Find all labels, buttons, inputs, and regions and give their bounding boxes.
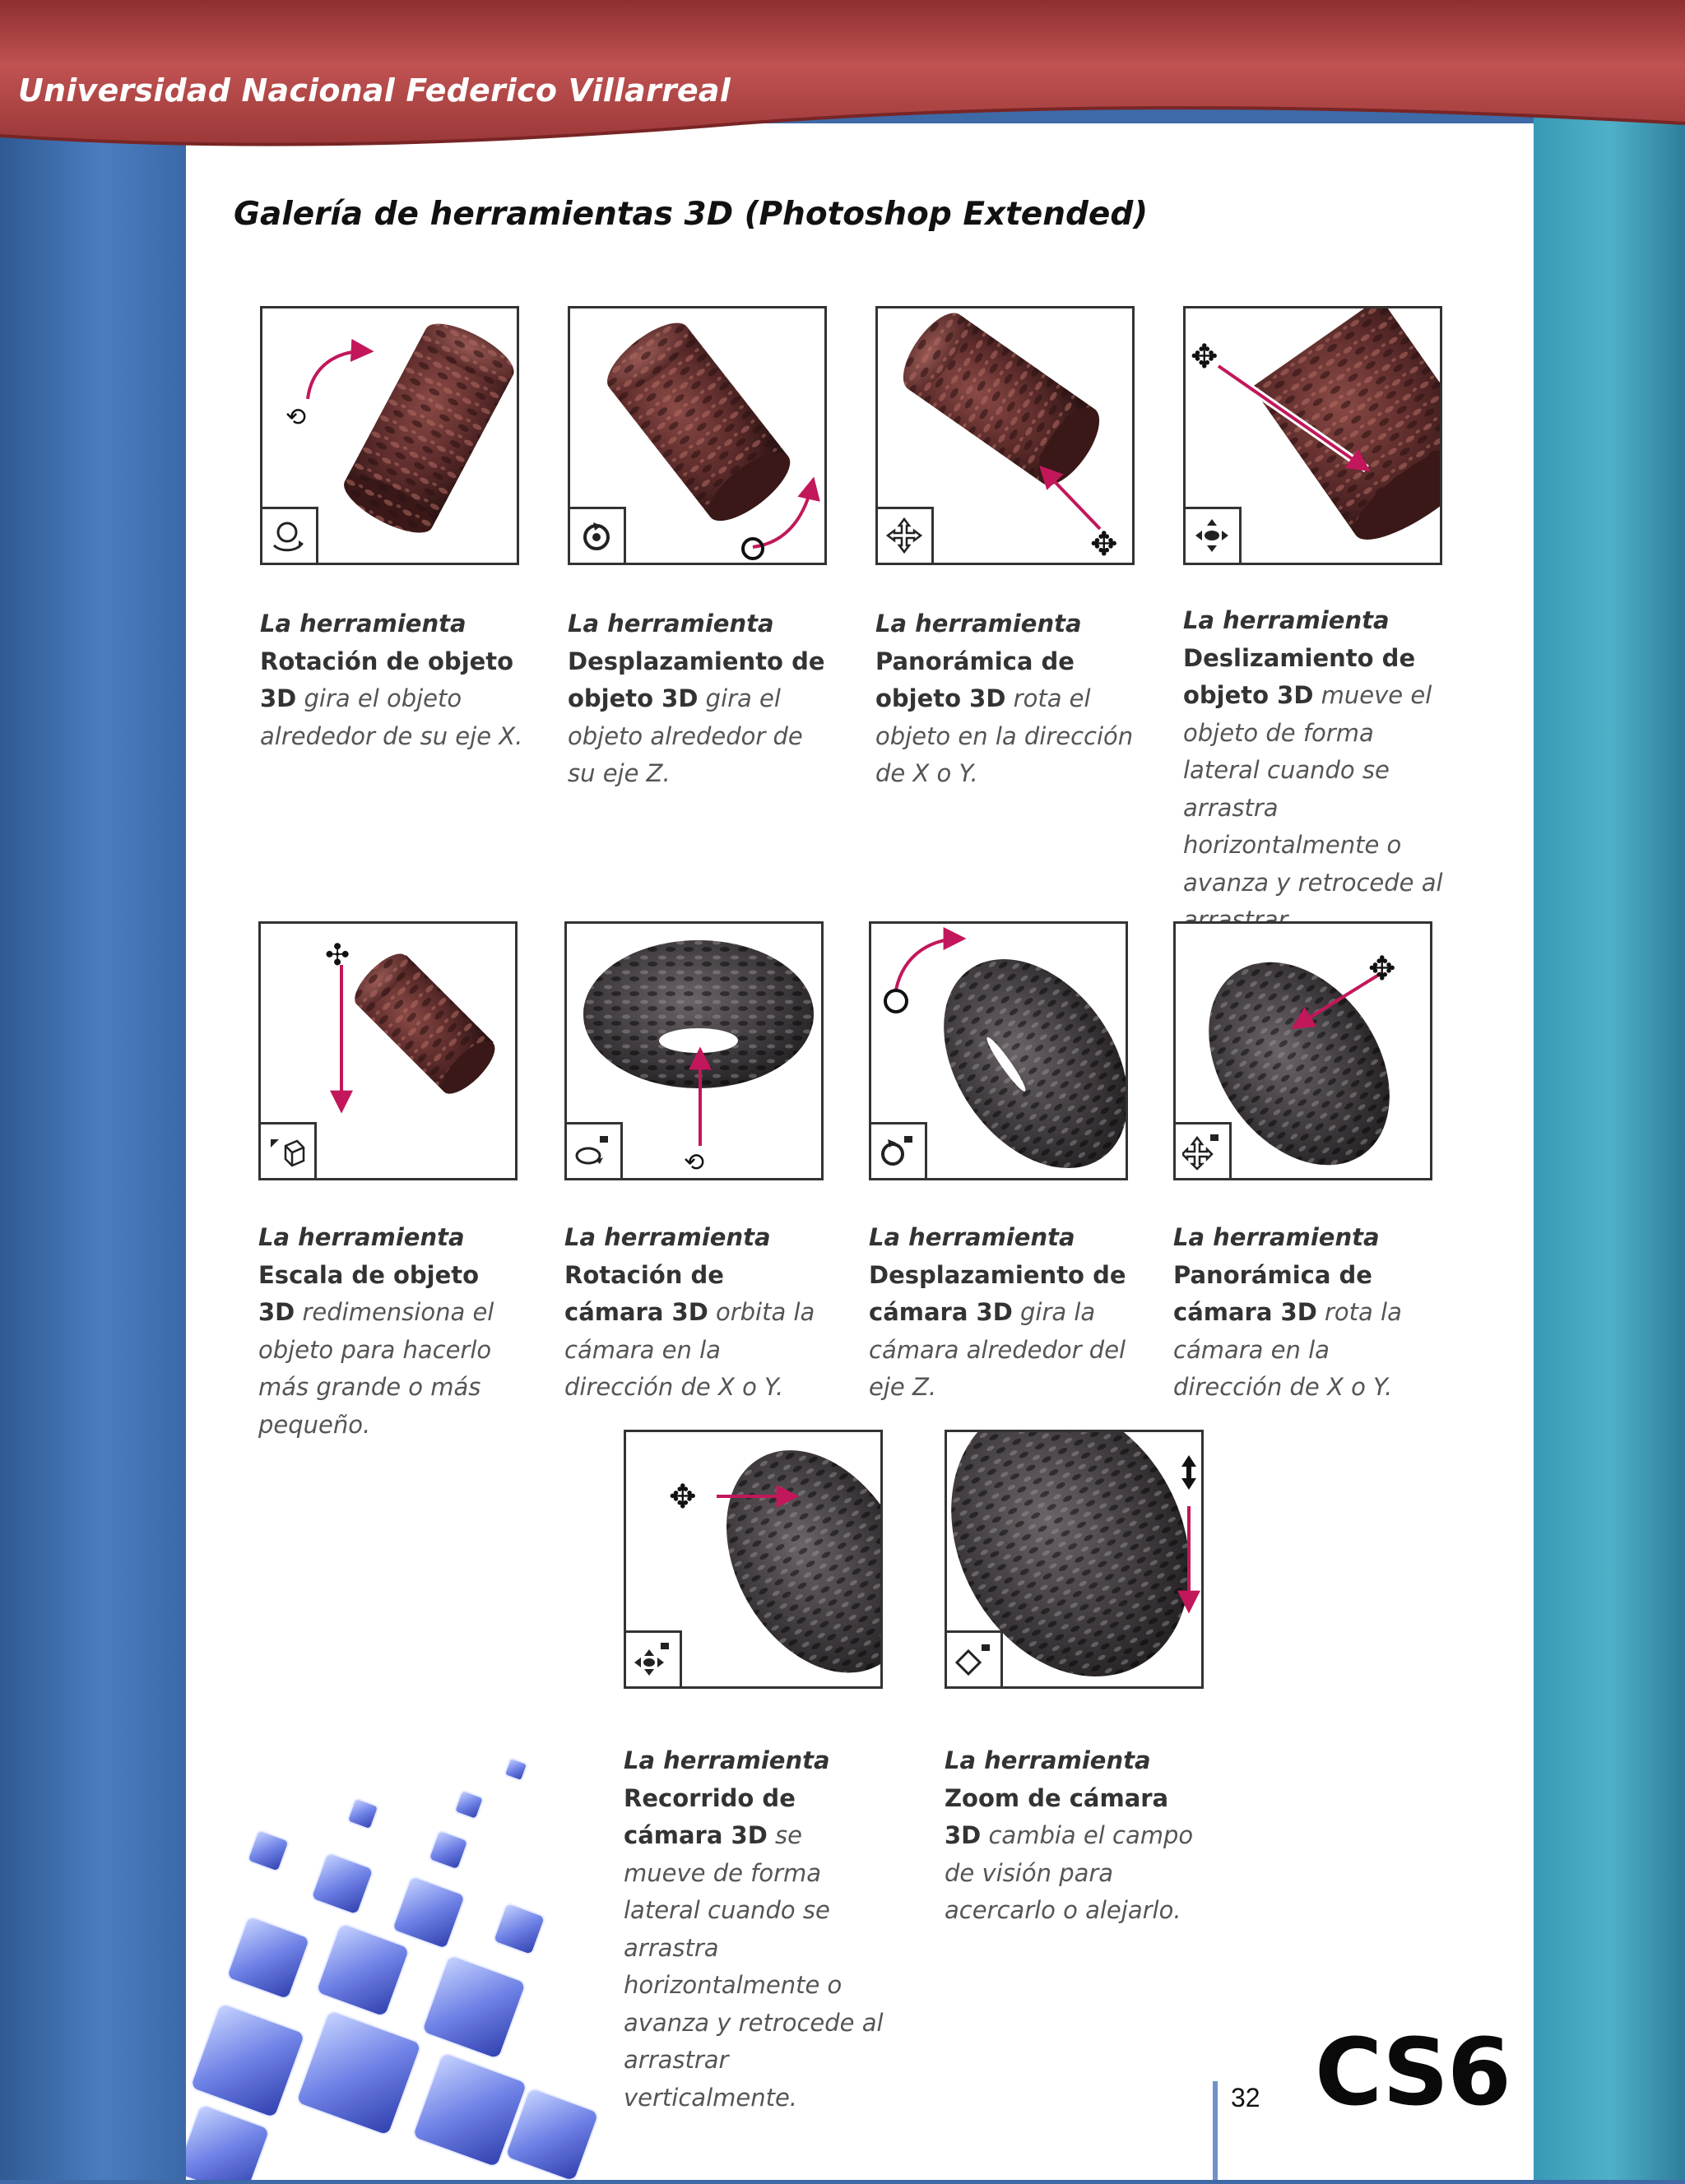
zoom-camera-icon [947,1630,1003,1686]
university-name: Universidad Nacional Federico Villarreal [18,72,731,109]
header-band: Universidad Nacional Federico Villarreal [0,0,1685,152]
svg-text:✣: ✣ [325,939,350,972]
right-teal-panel [1534,0,1685,2180]
roll-camera-figure [869,921,1128,1180]
caption-scale-object: La herramienta Escala de objeto 3D redim… [258,1223,494,1439]
caption-slide-object: La herramienta Deslizamiento de objeto 3… [1183,606,1443,971]
caption-orbit-camera: La herramienta Rotación de cámara 3D orb… [564,1223,815,1401]
cs6-logo: CS6 [1315,2019,1511,2126]
slide-object-figure: ✥ [1183,306,1442,565]
caption-rotate-object: La herramienta Rotación de objeto 3D gir… [260,610,523,750]
zoom-camera-figure [945,1430,1204,1689]
svg-text:⟲: ⟲ [684,1148,704,1177]
pan-camera-icon [1176,1122,1232,1178]
caption-pan-camera: La herramienta Panorámica de cámara 3D r… [1173,1223,1402,1401]
page-number-bar [1213,2081,1218,2180]
scale-object-figure: ✣ [258,921,518,1180]
rotate-object-icon [262,507,318,563]
caption-roll-camera: La herramienta Desplazamiento de cámara … [869,1223,1126,1401]
orbit-camera-figure: ⟲ [564,921,824,1180]
svg-text:✥: ✥ [1090,526,1118,563]
svg-text:✥: ✥ [1191,338,1218,376]
walk-camera-icon [626,1630,682,1686]
rotate-object-figure: ⟲ [260,306,519,565]
scale-object-icon [261,1122,317,1178]
pan-object-icon [878,507,934,563]
caption-roll-object: La herramienta Desplazamiento de objeto … [568,610,825,787]
slide-object-icon [1186,507,1242,563]
caption-pan-object: La herramienta Panorámica de objeto 3D r… [875,610,1134,787]
page-title: Galería de herramientas 3D (Photoshop Ex… [234,196,1149,233]
caption-walk-camera: La herramienta Recorrido de cámara 3D se… [624,1746,884,2112]
svg-text:⟲: ⟲ [285,403,306,432]
page-number: 32 [1231,2083,1260,2112]
roll-object-figure [568,306,827,565]
decorative-cubes-image [177,1744,713,2184]
walk-camera-figure: ✥ [624,1430,883,1689]
orbit-camera-icon [567,1122,623,1178]
svg-text:✥: ✥ [669,1478,697,1516]
left-blue-panel [0,0,186,2180]
pan-object-figure: ✥ [875,306,1135,565]
roll-object-icon [570,507,626,563]
roll-camera-icon [871,1122,927,1178]
pan-camera-figure: ✥ [1173,921,1432,1180]
caption-zoom-camera: La herramienta Zoom de cámara 3D cambia … [945,1746,1194,1924]
svg-text:✥: ✥ [1368,950,1396,988]
